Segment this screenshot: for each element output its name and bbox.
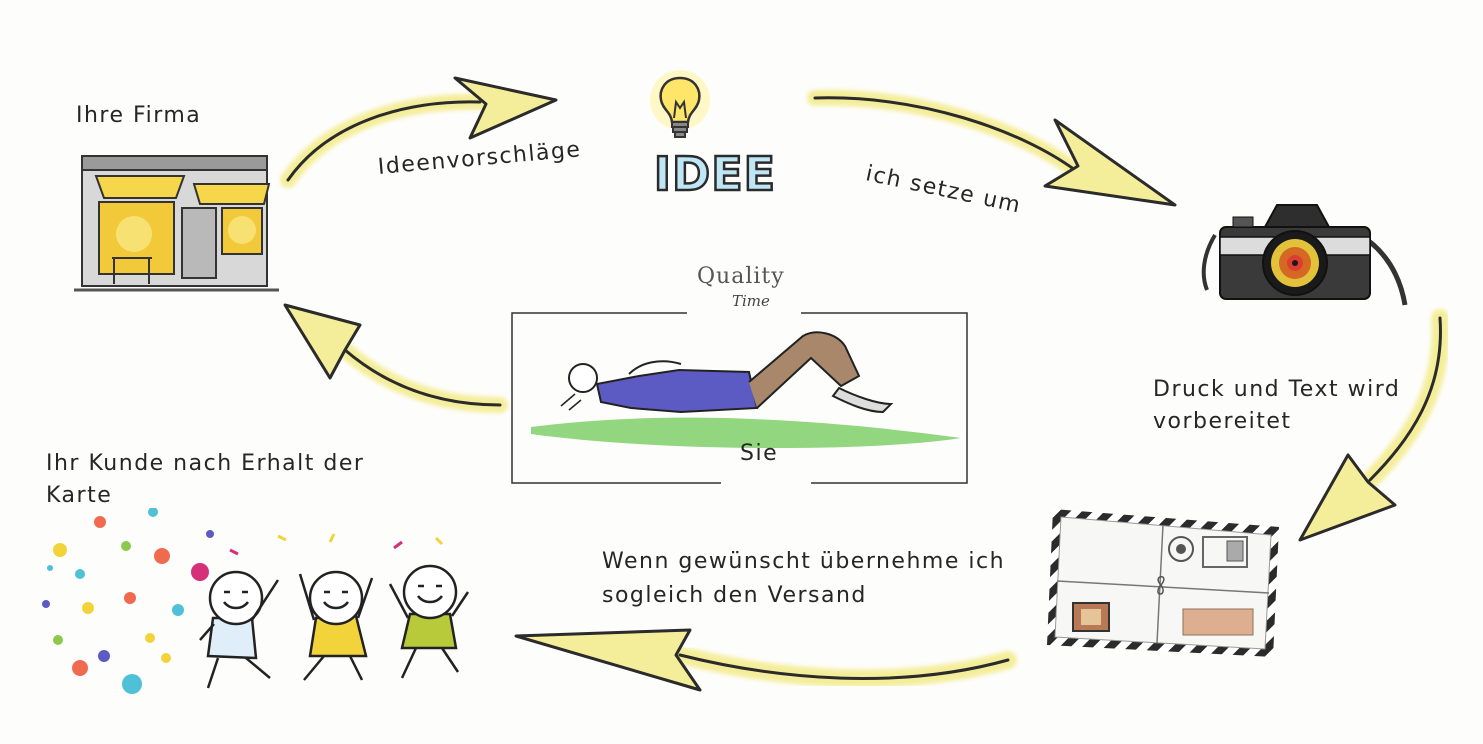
label-shipping-2: sogleich den Versand (602, 583, 867, 608)
label-customer-1: Ihr Kunde nach Erhalt der (46, 451, 365, 476)
lightbulb-icon (650, 70, 710, 138)
person-2 (298, 570, 374, 681)
camera-icon (1201, 204, 1408, 306)
arrow-idea-to-camera (807, 89, 1177, 207)
happy-people-icon (42, 508, 470, 694)
arrow-you-to-company (283, 303, 508, 413)
label-company: Ihre Firma (76, 103, 202, 128)
storefront-icon (74, 155, 279, 292)
arrow-company-to-idea (280, 76, 558, 188)
person-3 (388, 564, 470, 679)
lying-person-icon (531, 331, 961, 449)
time-text: Time (732, 292, 770, 310)
label-print-1: Druck und Text wird (1153, 377, 1401, 402)
postcard-icon (1047, 509, 1279, 657)
idea-word-text: IDEE (655, 147, 775, 200)
idea-word: IDEE (655, 146, 775, 200)
quality-text: Quality (697, 264, 785, 289)
label-customer-2: Karte (46, 483, 113, 508)
label-you: Sie (740, 441, 779, 466)
person-1 (199, 570, 280, 689)
quality-time-frame (511, 312, 968, 484)
label-print-2: vorbereitet (1153, 409, 1292, 434)
arrow-camera-to-postcard (1298, 309, 1450, 542)
confetti (42, 508, 444, 694)
arrow-postcard-to-customer (514, 628, 1017, 692)
label-shipping-1: Wenn gewünscht übernehme ich (602, 549, 1006, 574)
